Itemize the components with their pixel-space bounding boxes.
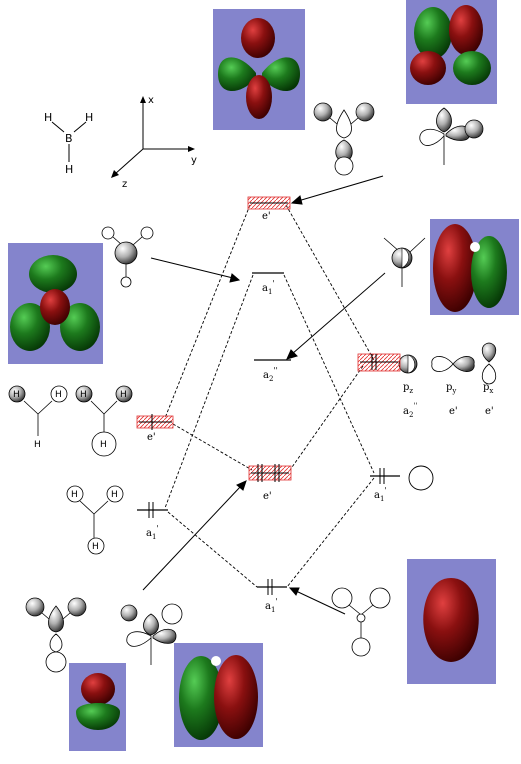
orbital-render-a1-prime-bonding [407, 559, 496, 684]
p-orbital-pz [398, 354, 418, 374]
h-atom-label: H [55, 390, 62, 400]
level-a1-prime-bottom: a1' [257, 579, 287, 614]
level-e-prime-left: e' [136, 414, 174, 443]
px-label: px [483, 382, 493, 395]
level-a1-prime-right: a1' [370, 465, 434, 503]
level-a2-double-prime-label: a2'' [263, 366, 278, 383]
h-atom-label: H [44, 111, 52, 124]
y-axis-label: y [191, 155, 197, 166]
h-atom-label: H [100, 440, 107, 450]
level-e-prime-top: e' [247, 196, 291, 222]
sketch-bottom-p-h [120, 603, 183, 665]
py-symmetry-label: e' [449, 406, 458, 417]
h-atom-label: H [65, 163, 73, 176]
py-label: py [446, 382, 456, 395]
level-a1-prime-left: a1' [137, 502, 168, 541]
px-symmetry-label: e' [485, 406, 494, 417]
pz-label: pz [403, 382, 413, 395]
level-a2-double-prime: a2'' [254, 359, 291, 383]
h-atom-label: H [80, 390, 87, 400]
h-atom-label: H [92, 542, 99, 552]
orbital-render-a1-prime [8, 243, 103, 364]
h-atom-label: H [34, 440, 41, 450]
p-orbital-px [481, 342, 497, 385]
h3-fragment-a1-prime: H H H [66, 485, 124, 555]
level-p-boron [357, 353, 401, 372]
bh3-structure: H H B H [44, 111, 93, 176]
level-a1-prime-upper: a1' [252, 272, 284, 296]
level-a1-prime-upper-label: a1' [262, 279, 275, 296]
sketch-s-with-h [101, 226, 154, 288]
correlation-lines [164, 204, 375, 588]
level-a1-prime-left-label: a1' [146, 524, 159, 541]
level-e-prime-left-label: e' [147, 432, 156, 443]
h-atom-label: H [111, 490, 118, 500]
sketch-p-and-h-pair [419, 107, 484, 165]
h3-fragment-e-prime-b: H H H [75, 385, 133, 457]
h-atom-label: H [13, 390, 20, 400]
z-axis-label: z [122, 179, 127, 190]
h3-fragment-e-prime-a: H H H [8, 385, 68, 450]
x-axis-label: x [148, 95, 154, 106]
coordinate-axes: x y z [111, 95, 197, 190]
sketch-pz-with-h [383, 237, 426, 287]
h-atom-label: H [120, 390, 127, 400]
b-atom-label: B [65, 132, 73, 145]
pz-symmetry-label: a2'' [403, 402, 417, 419]
sketch-bottom-right-s [331, 587, 391, 657]
sketch-bottom-h-pair-p [25, 597, 87, 673]
orbital-render-e-prime-py [406, 0, 497, 104]
orbital-render-a2-double-prime [430, 219, 519, 315]
orbital-render-e-prime-px [213, 9, 305, 130]
p-orbital-py [431, 356, 475, 372]
level-a1-prime-bottom-label: a1' [265, 597, 278, 614]
level-e-prime-mid-label: e' [263, 491, 272, 502]
level-e-prime-mid: e' [248, 464, 292, 502]
orbital-render-e-prime-pair [174, 643, 263, 747]
orbital-render-e-prime-small [69, 663, 126, 751]
level-a1-prime-right-label: a1' [374, 486, 387, 503]
pointer-arrows [142, 175, 386, 615]
h-atom-label: H [71, 490, 78, 500]
sketch-h-pair-and-p [313, 102, 375, 176]
h-atom-label: H [85, 111, 93, 124]
level-e-prime-top-label: e' [262, 211, 271, 222]
